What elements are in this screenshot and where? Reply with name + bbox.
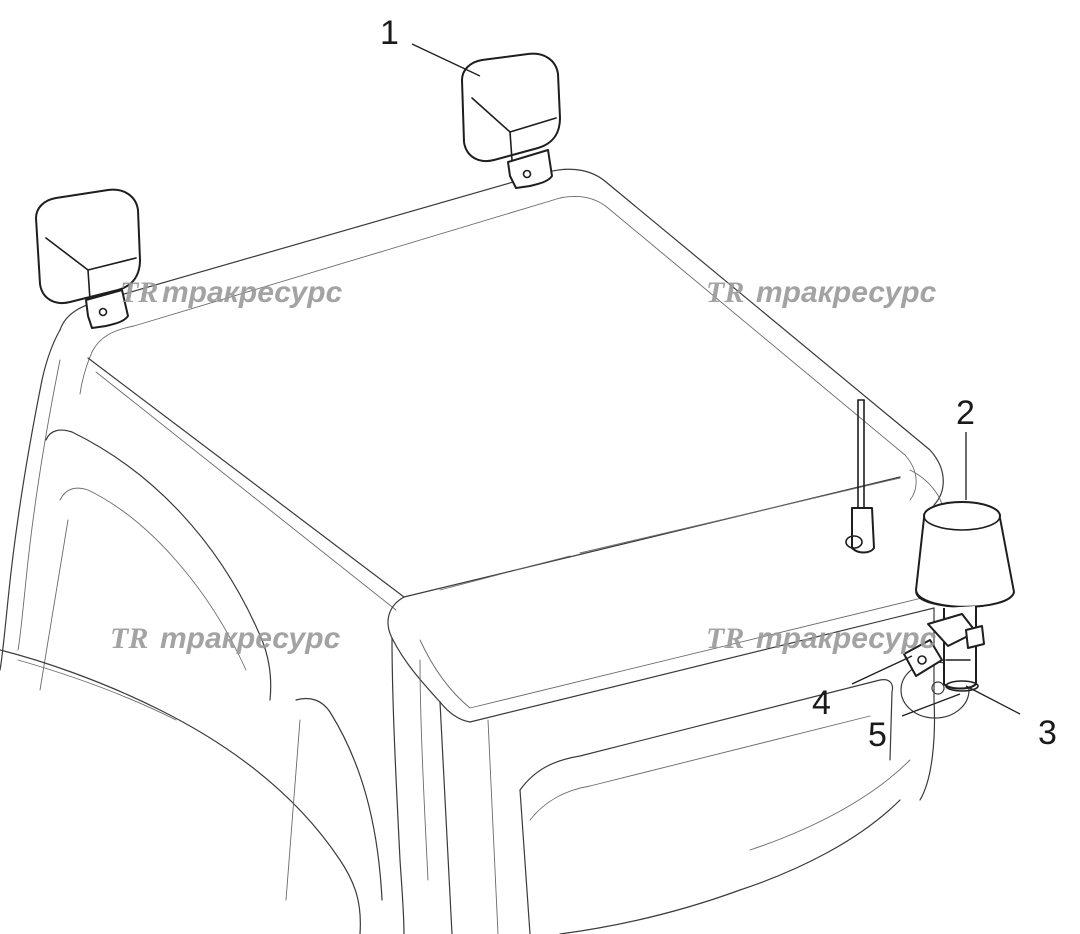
callout-4: 4 bbox=[812, 684, 831, 722]
watermark-bottom-right: TR тракресурс bbox=[706, 622, 937, 655]
callout-1: 1 bbox=[380, 14, 399, 52]
watermark-bottom-left: TR тракресурс bbox=[110, 622, 341, 655]
cab-body bbox=[0, 168, 970, 934]
svg-text:тракресурс: тракресурс bbox=[756, 276, 937, 309]
callout-3: 3 bbox=[1038, 714, 1057, 752]
watermarks: TR тракресурс TR тракресурс TR тракресур… bbox=[110, 276, 937, 655]
svg-text:тракресурс: тракресурс bbox=[162, 276, 343, 309]
callout-5: 5 bbox=[868, 716, 887, 754]
svg-text:TR: TR bbox=[110, 622, 148, 655]
svg-text:TR: TR bbox=[706, 622, 744, 655]
leader-1 bbox=[411, 43, 481, 77]
svg-text:TR: TR bbox=[120, 276, 158, 309]
leader-4 bbox=[851, 655, 913, 685]
svg-text:тракресурс: тракресурс bbox=[756, 622, 937, 655]
work-lamp-left bbox=[35, 188, 141, 329]
work-lamp-rear bbox=[461, 52, 561, 189]
antenna bbox=[845, 399, 875, 554]
leader-lines bbox=[411, 43, 1021, 717]
svg-text:тракресурс: тракресурс bbox=[160, 622, 341, 655]
leader-3 bbox=[965, 685, 1021, 715]
leader-5 bbox=[901, 693, 961, 717]
callouts: 1 2 3 4 5 bbox=[380, 14, 1057, 754]
svg-text:TR: TR bbox=[706, 276, 744, 309]
beacon-assembly bbox=[903, 501, 1015, 692]
watermark-top-right: TR тракресурс bbox=[706, 276, 937, 309]
callout-2: 2 bbox=[956, 394, 975, 432]
watermark-top-left: TR тракресурс bbox=[120, 276, 343, 309]
